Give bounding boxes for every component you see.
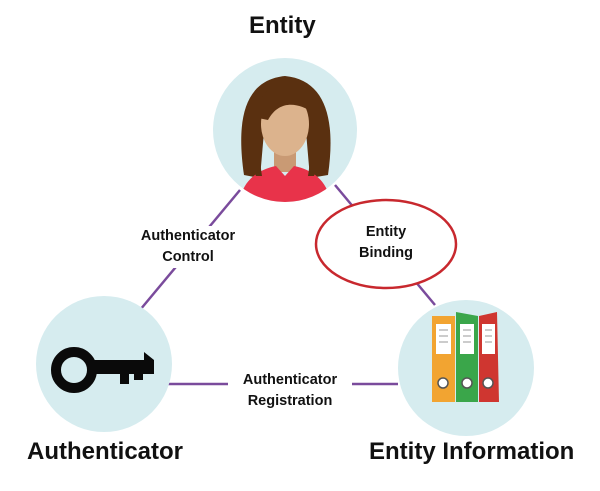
authenticator-node xyxy=(36,296,172,432)
entity-binding-line1: Entity xyxy=(365,224,407,240)
authenticator-title: Authenticator xyxy=(27,438,183,465)
authenticator-control-label: Authenticator Control xyxy=(130,226,246,268)
key-icon xyxy=(51,347,154,393)
authenticator-control-line2: Control xyxy=(162,249,214,265)
authenticator-control-line1: Authenticator xyxy=(140,228,236,244)
authenticator-registration-line2: Registration xyxy=(247,393,333,409)
entity-binding-highlight-ring xyxy=(314,198,458,290)
entity-information-node xyxy=(398,300,534,436)
authenticator-registration-line1: Authenticator xyxy=(242,372,338,388)
authenticator-registration-label: Authenticator Registration xyxy=(228,370,352,412)
binders-icon xyxy=(432,312,499,402)
entity-binding-label: Entity Binding xyxy=(346,222,426,264)
entity-node xyxy=(213,58,357,202)
entity-binding-line2: Binding xyxy=(359,245,413,261)
entity-information-title: Entity Information xyxy=(369,438,575,465)
person-icon xyxy=(238,76,332,202)
entity-title: Entity xyxy=(249,12,316,39)
